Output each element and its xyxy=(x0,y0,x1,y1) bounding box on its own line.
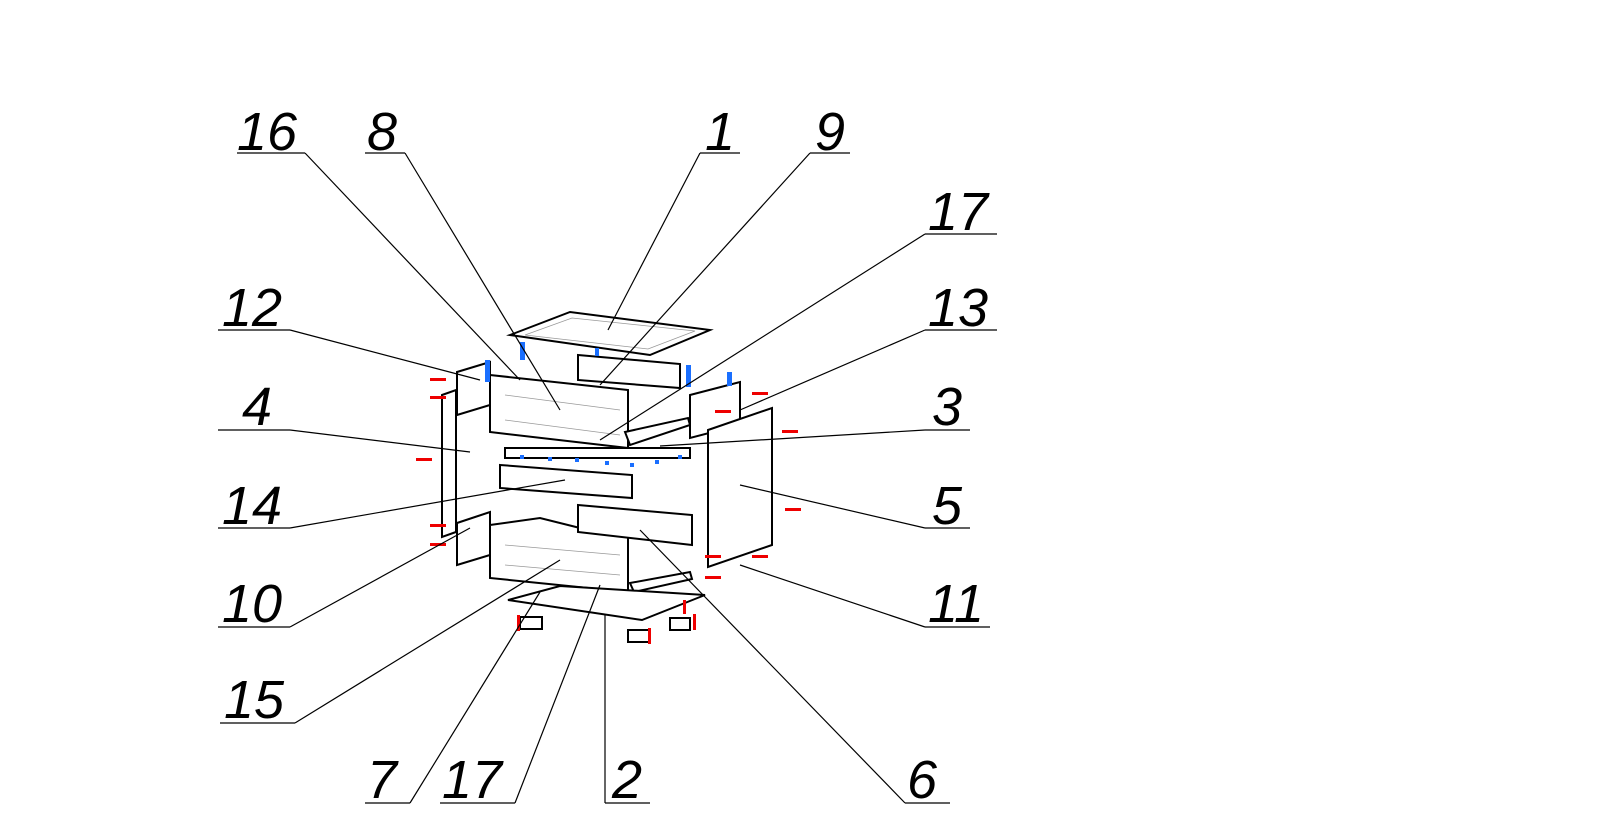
svg-text:2: 2 xyxy=(611,750,642,810)
callout-13: 13 xyxy=(739,278,997,411)
part-5-right-side xyxy=(707,406,773,569)
part-1-top-panel xyxy=(506,310,714,357)
part-17-runner-lower xyxy=(628,570,694,594)
svg-text:8: 8 xyxy=(367,102,397,162)
svg-text:14: 14 xyxy=(222,476,282,536)
svg-text:17: 17 xyxy=(442,750,504,810)
svg-text:9: 9 xyxy=(815,102,845,162)
fasteners xyxy=(416,342,801,644)
part-10-left-rail-lower xyxy=(456,510,491,567)
callout-15: 15 xyxy=(220,559,561,730)
callout-11: 11 xyxy=(739,564,990,634)
part-14-drawer-front-mid xyxy=(499,463,633,500)
svg-text:17: 17 xyxy=(928,182,990,242)
callout-14: 14 xyxy=(218,476,566,536)
svg-text:1: 1 xyxy=(705,102,735,162)
callout-4: 4 xyxy=(218,377,471,453)
part-6-drawer-back-lower xyxy=(577,503,693,547)
callout-1: 1 xyxy=(607,102,740,331)
callout-5: 5 xyxy=(739,476,970,536)
svg-text:5: 5 xyxy=(932,476,963,536)
svg-text:15: 15 xyxy=(224,670,285,730)
callout-16: 16 xyxy=(237,102,521,381)
callout-17-upper: 17 xyxy=(599,182,997,441)
part-4-left-side xyxy=(441,388,457,539)
part-17-runner-upper xyxy=(623,416,692,447)
callout-9: 9 xyxy=(599,102,850,386)
svg-text:10: 10 xyxy=(222,574,282,634)
callout-7: 7 xyxy=(365,591,541,810)
callout-6: 6 xyxy=(639,529,950,810)
callout-3: 3 xyxy=(659,377,970,447)
part-2-base-panel xyxy=(507,584,706,622)
svg-text:16: 16 xyxy=(237,102,298,162)
part-16-drawer-front-upper xyxy=(489,373,629,450)
svg-text:12: 12 xyxy=(222,278,282,338)
callout-17-lower: 17 xyxy=(440,584,601,810)
svg-text:6: 6 xyxy=(907,750,938,810)
callout-8: 8 xyxy=(365,102,561,411)
callouts: 16 8 1 9 17 12 13 4 3 14 5 10 11 15 7 17… xyxy=(218,102,997,810)
callout-10: 10 xyxy=(218,527,471,634)
svg-text:4: 4 xyxy=(242,377,272,437)
svg-text:11: 11 xyxy=(928,574,984,634)
svg-text:13: 13 xyxy=(928,278,988,338)
svg-text:3: 3 xyxy=(932,377,962,437)
callout-12: 12 xyxy=(218,278,481,381)
callout-2: 2 xyxy=(604,615,650,810)
svg-text:7: 7 xyxy=(367,750,399,810)
part-9-drawer-back-upper xyxy=(577,353,681,390)
cabinet-exploded-drawing xyxy=(416,310,801,644)
part-3-shelf xyxy=(504,447,691,459)
